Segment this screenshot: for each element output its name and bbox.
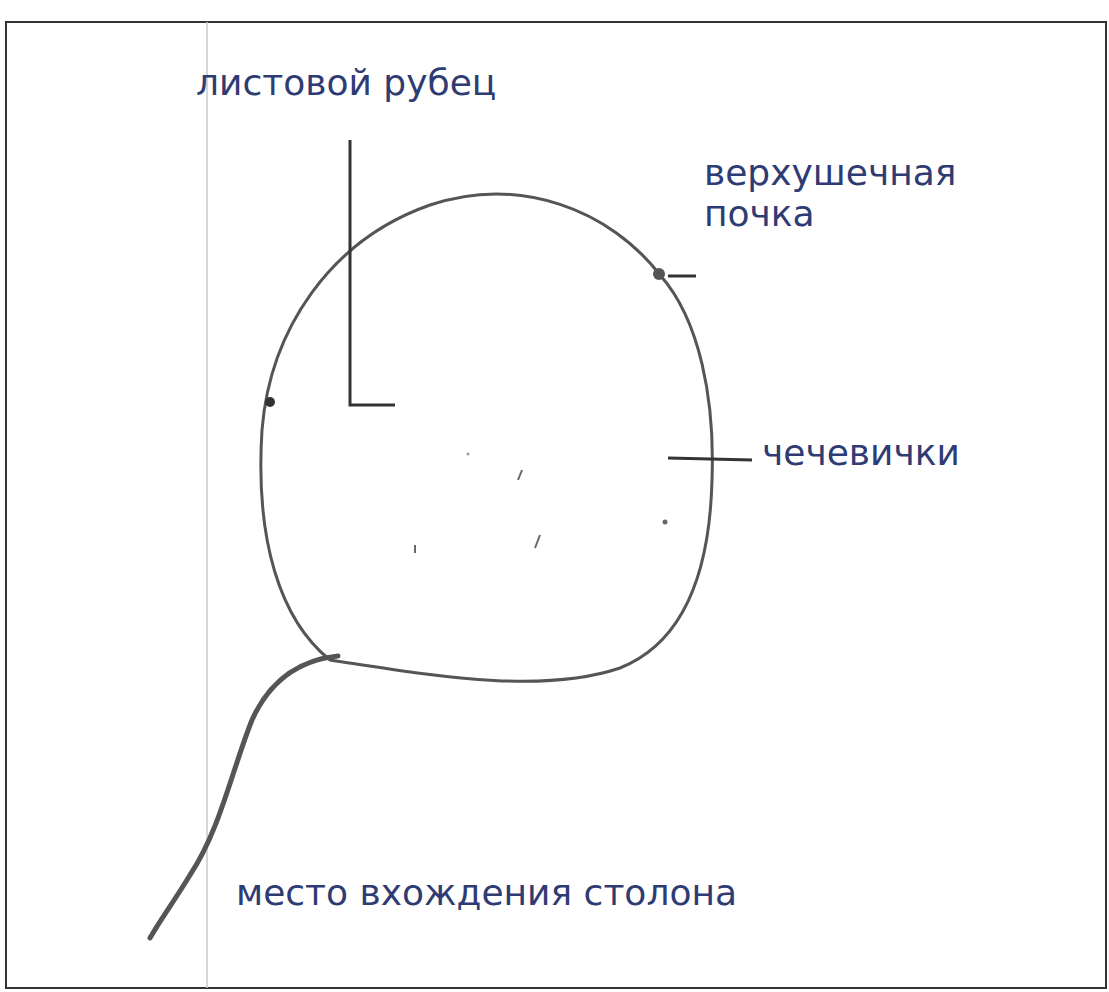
leaf-scar-dot — [265, 397, 275, 407]
lenticel-mark — [414, 545, 416, 553]
apical-bud-dot — [653, 268, 665, 280]
lenticel-mark — [535, 535, 540, 548]
part-label: листовой рубец — [196, 62, 496, 103]
lenticel-mark — [467, 453, 470, 456]
lenticel-mark — [518, 470, 522, 480]
frame — [6, 22, 1106, 988]
part-label: место вхождения столона — [236, 872, 737, 913]
leader-line — [668, 275, 696, 278]
tuber-outline — [261, 194, 713, 681]
leader-line — [668, 458, 752, 460]
part-label: чечевички — [762, 432, 960, 473]
leader-line — [350, 140, 395, 405]
part-label: верхушечная почка — [704, 152, 1074, 235]
lenticel-mark — [663, 520, 668, 525]
